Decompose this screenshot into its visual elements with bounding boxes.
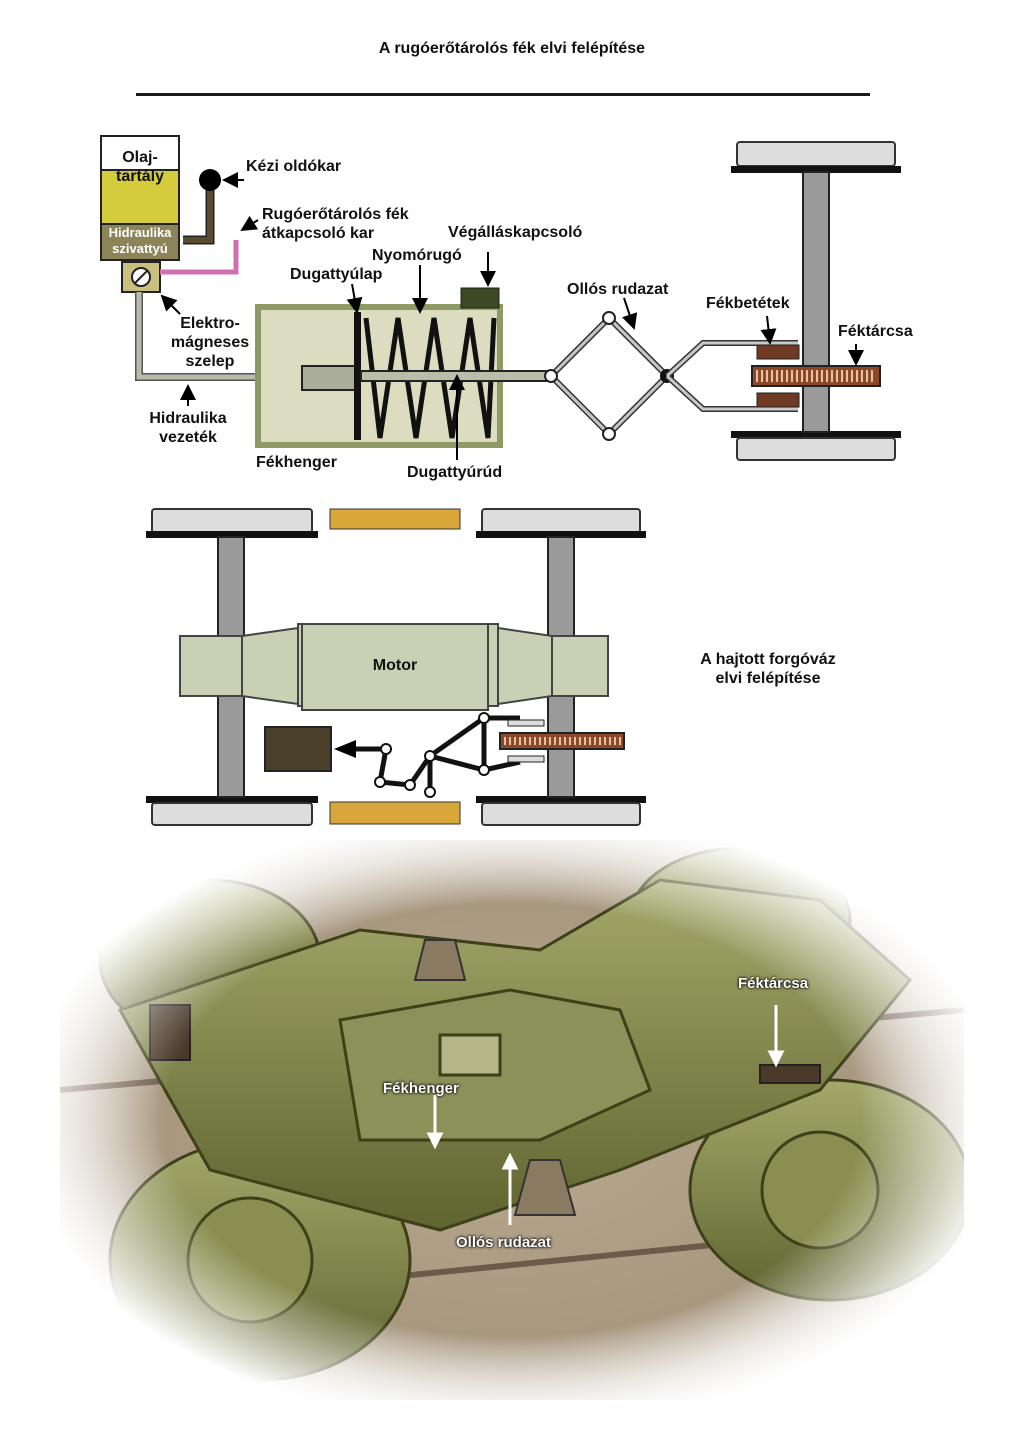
mass-block xyxy=(329,508,461,530)
title-rule xyxy=(136,93,870,96)
solenoid-valve xyxy=(121,261,161,293)
oil-tank xyxy=(100,135,180,225)
brake-disc xyxy=(751,365,881,387)
brake-pad xyxy=(756,392,800,408)
piston-rod-label: Dugattyúrúd xyxy=(407,464,503,481)
bogie-schematic xyxy=(146,508,646,826)
bogie-photo xyxy=(60,840,964,1400)
hydraulic-pump xyxy=(100,223,180,261)
brake-pad xyxy=(756,344,800,360)
hand-release-lever xyxy=(183,169,221,245)
solenoid-valve-label: Elektro- mágneses szelep xyxy=(170,315,250,370)
bogie-brake-cylinder xyxy=(264,726,332,772)
oil-tank-label: Olaj- tartály xyxy=(115,149,165,185)
switch-lever xyxy=(160,240,239,275)
piston-plate xyxy=(354,312,361,440)
photo-scissor-linkage-label: Ollós rudazat xyxy=(456,1234,552,1251)
wheelset xyxy=(731,141,901,461)
switch-lever-label: Rugóerőtárolós fék átkapcsoló kar xyxy=(262,206,409,242)
scissor-linkage xyxy=(546,313,672,439)
spring-label: Nyomórugó xyxy=(372,247,462,264)
bogie-caption: A hajtott forgóváz elvi felépítése xyxy=(700,651,836,687)
bogie-brake-disc xyxy=(499,732,625,750)
piston-plate-label: Dugattyúlap xyxy=(290,266,383,283)
photo-brake-disc-label: Féktárcsa xyxy=(738,975,809,992)
brake-cylinder-label: Fékhenger xyxy=(256,454,337,471)
brake-disc-label: Féktárcsa xyxy=(838,323,913,340)
hand-release-label: Kézi oldókar xyxy=(246,158,342,175)
photo-brake-cylinder-label: Fékhenger xyxy=(383,1080,459,1097)
brake-schematic xyxy=(100,135,901,461)
mass-block xyxy=(329,801,461,825)
limit-switch-label: Végálláskapcsoló xyxy=(448,224,583,241)
motor-label: Motor xyxy=(372,657,418,674)
pump-label: Hidraulika szivattyú xyxy=(108,225,172,256)
brake-pads-label: Fékbetétek xyxy=(706,295,790,312)
compression-spring xyxy=(363,317,497,439)
hydraulic-line-label: Hidraulika vezeték xyxy=(149,410,227,446)
motor-assembly xyxy=(179,623,609,711)
limit-switch xyxy=(460,287,500,309)
bogie-linkage xyxy=(377,715,521,792)
scissor-linkage-label: Ollós rudazat xyxy=(567,281,669,298)
page-title: A rugóerőtárolós fék elvi felépítése xyxy=(378,40,646,57)
